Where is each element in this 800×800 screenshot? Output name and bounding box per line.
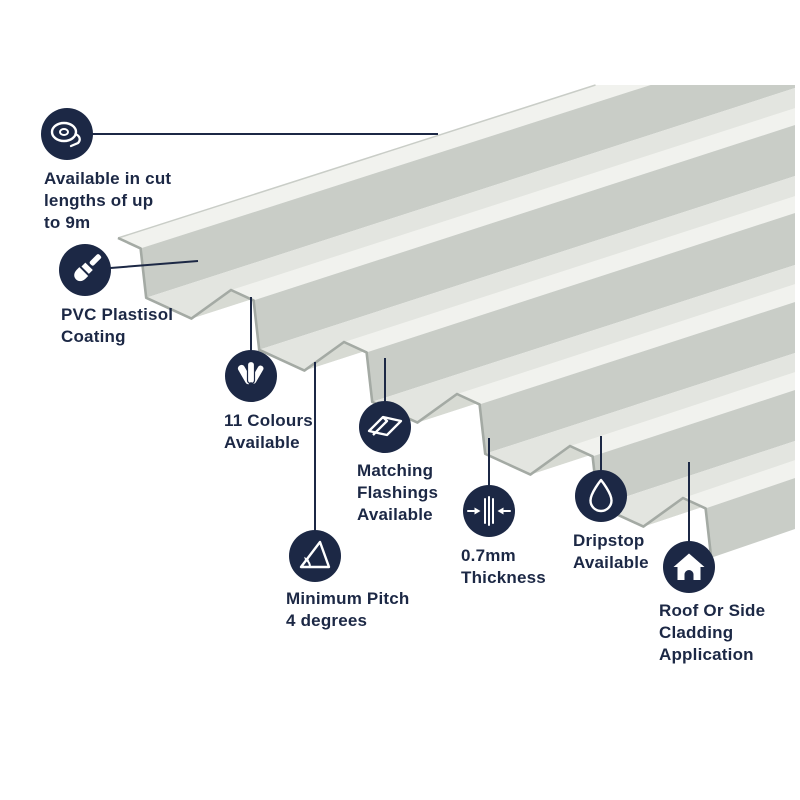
water-droplet-icon bbox=[589, 478, 613, 513]
feature-badge-colours bbox=[225, 350, 277, 402]
flashing-sheet-icon bbox=[367, 415, 403, 437]
feature-badge-thickness bbox=[463, 485, 515, 537]
paint-brush-icon bbox=[74, 254, 102, 282]
tape-measure-icon bbox=[50, 121, 81, 148]
house-icon bbox=[673, 553, 705, 580]
feature-label-cut-lengths: Available in cut lengths of up to 9m bbox=[44, 169, 172, 233]
feature-label-thickness: 0.7mm Thickness bbox=[461, 546, 546, 588]
feature-label-plastisol: PVC Plastisol Coating bbox=[61, 305, 174, 347]
feature-badge-cut-lengths bbox=[41, 108, 93, 160]
thickness-gauge-icon bbox=[467, 496, 511, 526]
set-square-icon bbox=[299, 540, 331, 569]
sheet-faces bbox=[118, 85, 796, 558]
feature-badge-pitch bbox=[289, 530, 341, 582]
feature-badge-cladding bbox=[663, 541, 715, 593]
feature-badge-flashings bbox=[359, 401, 411, 453]
feature-label-dripstop: Dripstop Available bbox=[573, 531, 649, 573]
feature-badge-plastisol bbox=[59, 244, 111, 296]
feature-badge-dripstop bbox=[575, 470, 627, 522]
feature-label-pitch: Minimum Pitch 4 degrees bbox=[286, 589, 410, 631]
sheet-top-edge bbox=[117, 84, 596, 239]
feature-label-flashings: Matching Flashings Available bbox=[357, 461, 439, 525]
feature-label-cladding: Roof Or Side Cladding Application bbox=[659, 601, 766, 665]
colour-swatches-icon bbox=[237, 360, 265, 387]
feature-label-colours: 11 Colours Available bbox=[224, 411, 313, 453]
